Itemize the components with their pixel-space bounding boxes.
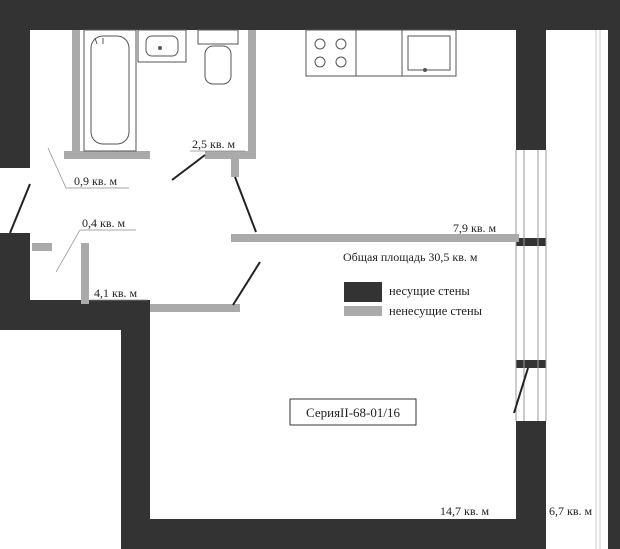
window-mullion: [516, 238, 546, 246]
bath-bottom-partition: [64, 151, 150, 159]
kitchen-sink: [407, 35, 451, 71]
closet-partition: [81, 243, 89, 304]
bottom-wall: [121, 519, 545, 549]
non-load-bearing-walls: [32, 30, 519, 312]
hall-partition-stub: [231, 151, 239, 177]
left-lower-wall: [0, 233, 30, 311]
series-frame: [289, 398, 417, 426]
closet-stub: [32, 243, 52, 251]
doors: [9, 154, 529, 414]
kitchen-door: [234, 176, 257, 233]
toilet-tank: [197, 29, 239, 45]
label-kitchen: 7,9 кв. м: [453, 221, 496, 235]
balcony-door: [513, 367, 529, 414]
kitchen-partition: [231, 234, 519, 242]
kitchen-fixtures: [305, 29, 457, 77]
label-balcony: 6,7 кв. м: [549, 504, 592, 518]
toilet-bowl: [204, 45, 232, 85]
right-lower-wall: [516, 421, 546, 549]
living-door: [232, 261, 261, 306]
label-living: 14,7 кв. м: [440, 504, 489, 518]
bath-right-partition: [248, 30, 256, 159]
kitchen-counter: [305, 29, 457, 77]
living-left-wall: [121, 300, 150, 549]
label-bathroom: 2,5 кв. м: [192, 137, 235, 151]
legend-swatch-non-load-bearing: [344, 306, 382, 316]
window-frames: [515, 150, 547, 421]
balcony-right-wall: [608, 0, 620, 549]
window-mullion-lower: [516, 360, 546, 368]
entrance-door: [9, 183, 31, 234]
label-hall-lower: 4,1 кв. м: [94, 286, 137, 300]
bath-left-partition: [72, 30, 80, 159]
bathtub-inner: [90, 35, 130, 145]
burner: [335, 38, 347, 50]
legend: несущие стены ненесущие стены: [344, 282, 483, 318]
burner: [335, 56, 347, 68]
bathroom-fixtures: [83, 29, 239, 152]
legend-label-non-load-bearing: ненесущие стены: [389, 304, 483, 318]
left-upper-wall: [0, 0, 30, 168]
label-hall-upper: 0,9 кв. м: [74, 174, 117, 188]
bath-door-stub: [205, 151, 256, 159]
series-box: СерияII-68-01/16: [289, 398, 417, 426]
sink: [137, 29, 187, 63]
hall-lower-partition: [150, 304, 240, 312]
legend-swatch-load-bearing: [344, 282, 382, 302]
legend-label-load-bearing: несущие стены: [389, 284, 470, 298]
bath-door: [171, 154, 206, 181]
series-label: СерияII-68-01/16: [306, 405, 400, 420]
right-upper-wall: [516, 0, 546, 150]
label-leaders: [47, 147, 245, 301]
burner: [314, 38, 326, 50]
bathtub: [83, 29, 137, 152]
label-closet: 0,4 кв. м: [82, 216, 125, 230]
burner: [314, 56, 326, 68]
balcony-railing: [595, 30, 601, 549]
sink-bowl: [145, 35, 179, 57]
total-area: Общая площадь 30,5 кв. м: [343, 250, 478, 264]
